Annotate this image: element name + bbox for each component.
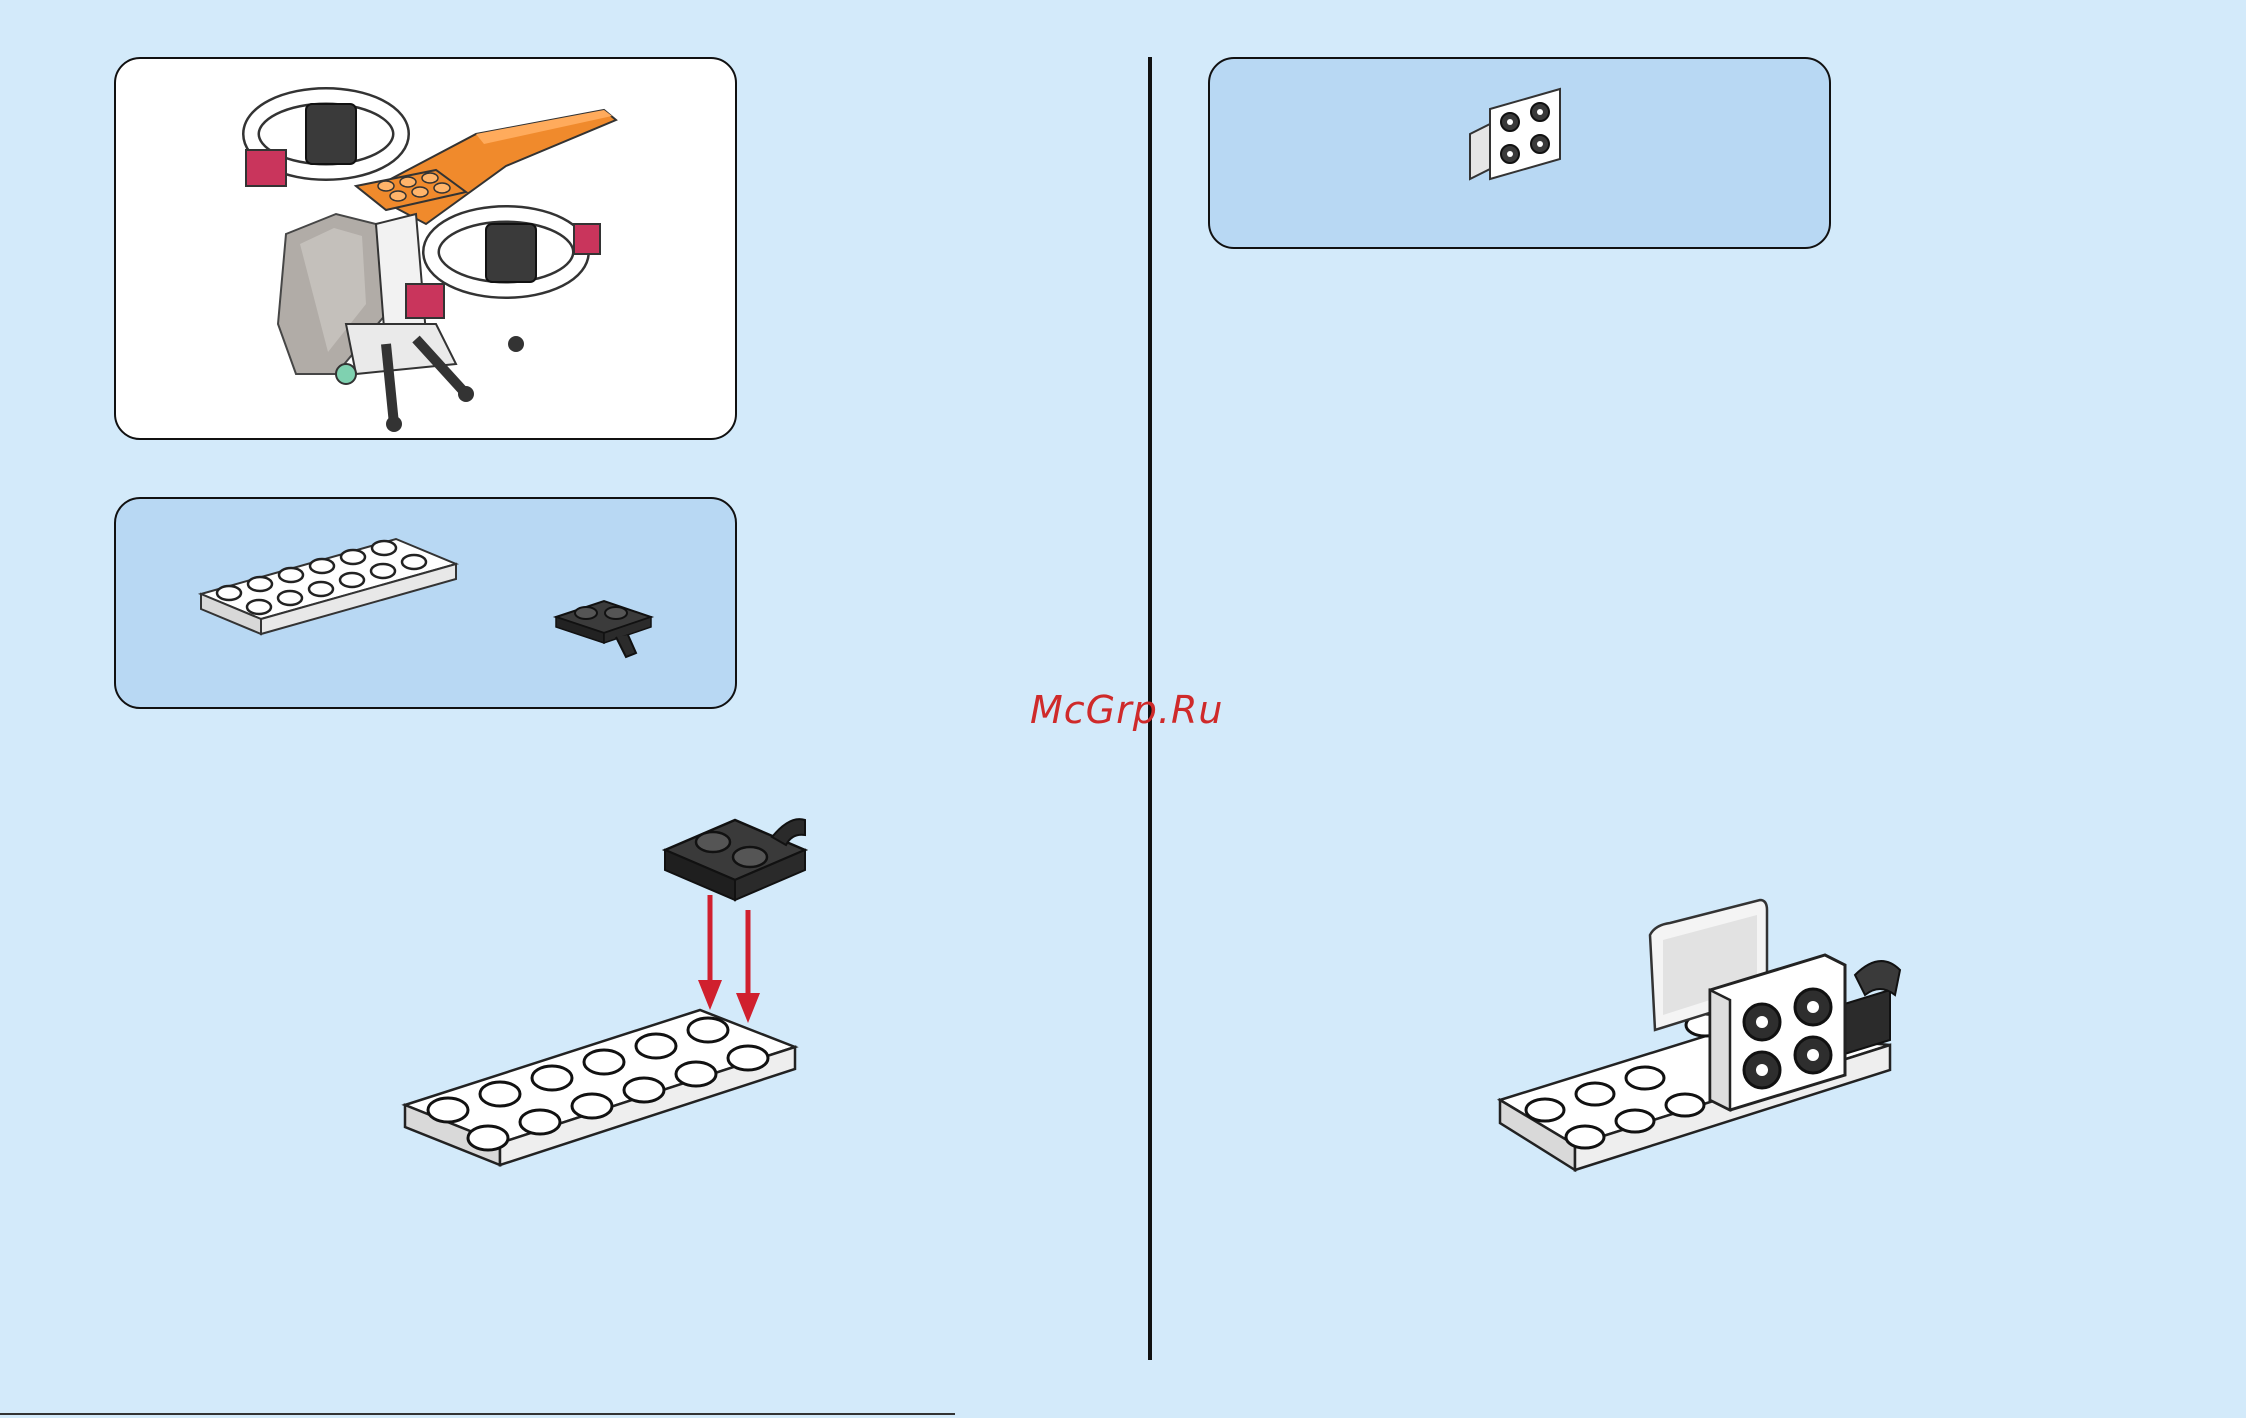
parts-list-panel-right	[1208, 57, 1831, 249]
assembly-step-bracket-result	[1495, 895, 1905, 1205]
helicopter-model-illustration	[216, 74, 636, 434]
model-preview-panel	[114, 57, 737, 440]
white-bracket-2x2-icon	[1465, 84, 1575, 194]
watermark-text: McGrp.Ru	[1030, 688, 1223, 732]
parts-list-panel-left	[114, 497, 737, 709]
assembly-step-clip-onto-plate	[400, 815, 820, 1210]
bottom-rule	[0, 1413, 955, 1415]
black-plate-with-clip-icon	[556, 589, 656, 659]
white-plate-2x6-icon	[201, 519, 461, 659]
